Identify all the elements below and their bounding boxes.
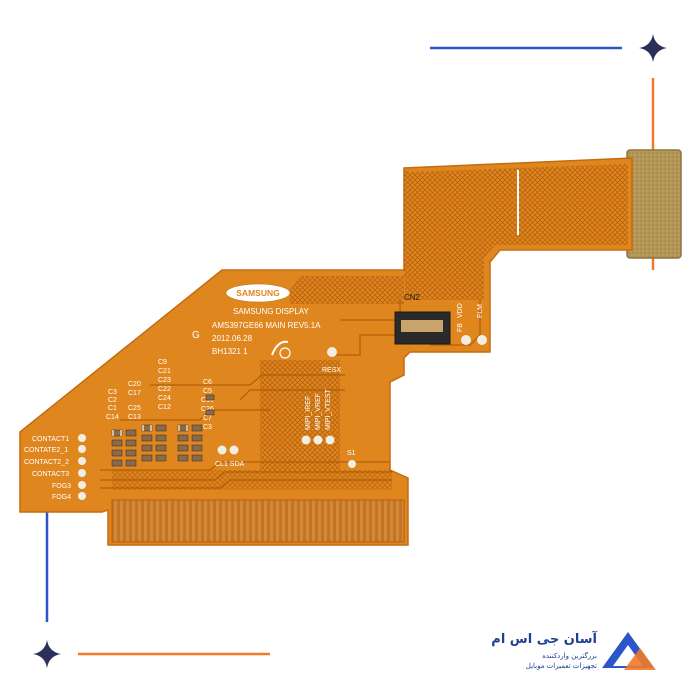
pin-label-vdd: VDD [457,303,464,318]
brand-logo-text: SAMSUNG [236,288,280,298]
test-pad [325,435,335,445]
pin-label-flm: FLM [477,304,484,318]
cert-mark-icon [279,347,291,359]
cap-label: C14 [106,414,119,421]
test-pad [217,445,227,455]
bottom-connector-fingers [111,499,405,543]
brand-name: آسان جی اس ام [491,632,597,647]
contact-label: CONTACT2_2 [24,459,69,466]
test-pad [461,335,471,345]
cap-label: C12 [158,404,171,411]
label-mipi-vref: MIPI_VREF [315,393,322,430]
contact-label: FOG3 [52,483,71,490]
samsung-logo-oval [225,283,291,303]
test-pad [301,435,311,445]
label-cl-sda: CL1 SDA [215,461,245,468]
board-part-number: AMS397GE66 MAIN REV5.1A [212,321,321,330]
board-maker: SAMSUNG DISPLAY [233,307,310,316]
cap-label: C21 [158,368,171,375]
test-pad [477,335,487,345]
brand-tagline-2: تجهیزات تعمیرات موبایل [525,662,597,670]
contact-label: FOG4 [52,494,71,501]
test-pad [313,435,323,445]
cap-label: C23 [158,377,171,384]
contact-label: CONTATE2_1 [24,447,68,454]
contact-pads [78,434,86,500]
cap-label: C22 [158,386,171,393]
contact-label: CONTACT3 [32,471,69,478]
board-grade: G [192,330,200,341]
label-s1: S1 [347,450,356,457]
cap-label: C3 [108,389,117,396]
board-date: 2012.06.28 [212,334,253,343]
cap-label: C24 [158,395,171,402]
smd-components [111,394,215,467]
cn2-connector-inner [401,320,443,332]
test-pad [229,445,239,455]
pcb-traces [100,300,481,489]
cap-label: C20 [128,381,141,388]
test-pad [348,460,356,468]
cap-label: C1 [108,405,117,412]
copper-hatch-upper [290,164,628,304]
connector-label: CN2 [404,293,421,302]
pin-label-fb: FB [457,323,464,332]
label-resx: RESX [322,367,341,374]
cap-label: C13 [128,414,141,421]
cap-label: C6 [203,379,212,386]
cap-label: C9 [158,359,167,366]
sparkle-star-icon [33,640,61,668]
cap-label: C3 [203,424,212,431]
sparkle-star-icon [639,34,667,62]
cap-label: C17 [128,390,141,397]
cert-mark-icon [271,340,289,356]
brand-tagline-1: بزرگترین واردکننده [542,652,597,660]
label-mipi-vtest: MIPI_VTEST [325,388,332,430]
brand-triangle-logo-icon [602,632,656,670]
cap-label: C10 [201,397,214,404]
label-mipi-iref: MIPI_IREF [305,396,312,430]
test-pad [327,347,337,357]
cap-label: C5 [203,388,212,395]
contact-label: CONTACT1 [32,436,69,443]
cap-label: C25 [128,405,141,412]
copper-hatch-block [260,360,340,470]
gold-connector-pad [626,149,682,259]
board-batch: BH1321 1 [212,347,248,356]
brand-block: آسان جی اس ام بزرگترین واردکننده تجهیزات… [491,628,655,678]
cap-label: C26 [201,406,214,413]
cap-label: C7 [203,415,212,422]
cap-label: C2 [108,397,117,404]
